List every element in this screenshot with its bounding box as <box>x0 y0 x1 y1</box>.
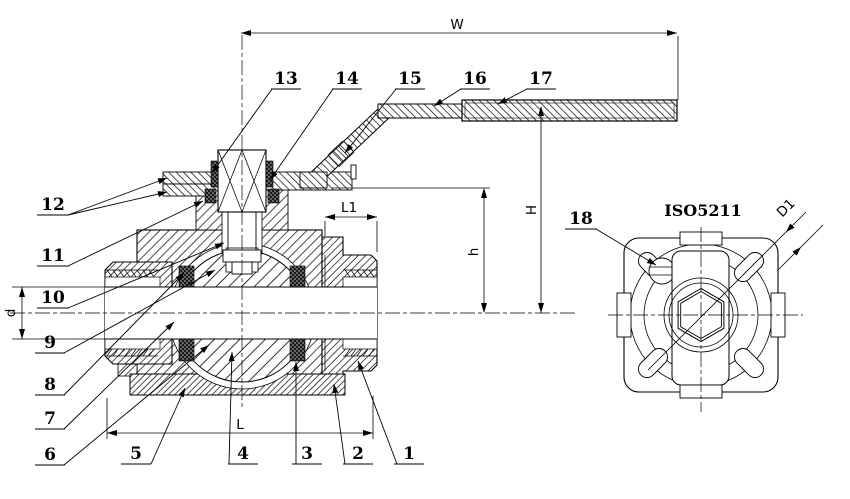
callout-18: 18 <box>569 209 593 229</box>
centerlines <box>10 35 803 412</box>
seal-right <box>267 188 280 204</box>
callout-15: 15 <box>398 69 422 89</box>
callout-1: 1 <box>403 444 415 464</box>
dim-label-w: W <box>450 17 463 33</box>
dim-label-d1: D1 <box>774 196 799 221</box>
handle-base <box>299 171 328 189</box>
cap-face-lines <box>171 255 326 371</box>
handle-stop-tab <box>350 164 357 180</box>
callout-2: 2 <box>352 444 364 464</box>
seat-right-upper <box>289 265 306 288</box>
handle-sleeve <box>461 99 678 122</box>
dimensions: W H h L1 L d D1 <box>3 17 824 439</box>
callout-8: 8 <box>44 375 56 395</box>
callout-14: 14 <box>335 69 359 89</box>
main-section-view <box>104 99 678 396</box>
handle-nut <box>327 140 355 167</box>
callouts: 13 14 15 16 17 12 11 10 9 <box>35 69 742 466</box>
dim-label-h-total: H <box>524 205 540 215</box>
handle-sleeve-inner <box>464 102 675 119</box>
callout-3: 3 <box>301 444 313 464</box>
seal-left <box>204 188 217 204</box>
dim-label-l1: L1 <box>341 200 357 216</box>
callout-7: 7 <box>44 409 56 429</box>
callout-9: 9 <box>44 333 56 353</box>
callout-12: 12 <box>41 195 65 215</box>
callout-17: 17 <box>529 69 553 89</box>
slot-bottom-right <box>734 348 764 378</box>
callout-11: 11 <box>41 246 65 266</box>
callout-10: 10 <box>41 288 65 308</box>
dim-label-d: d <box>3 309 19 318</box>
seat-right-lower <box>289 338 306 362</box>
iso5211-label: ISO5211 <box>664 201 742 220</box>
dim-label-l: L <box>236 417 244 433</box>
callout-16: 16 <box>463 69 487 89</box>
dim-label-h-pad: h <box>466 248 482 257</box>
thread-marks <box>105 269 377 357</box>
callout-5: 5 <box>130 444 142 464</box>
callout-13: 13 <box>274 69 298 89</box>
stem-nut-cross <box>217 149 267 213</box>
callout-6: 6 <box>44 445 56 465</box>
seat-left-lower <box>178 338 195 362</box>
callout-4: 4 <box>237 444 249 464</box>
